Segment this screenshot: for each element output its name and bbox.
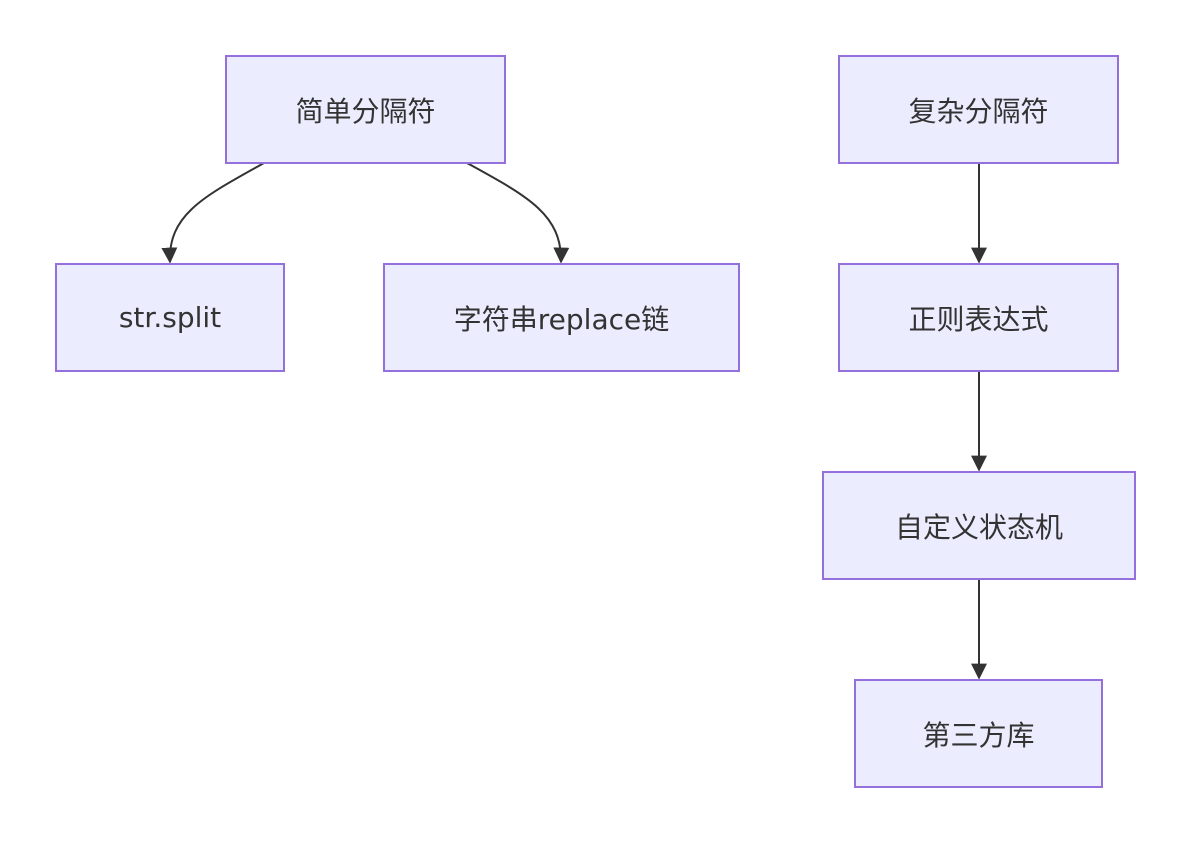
edge-simple-to-strsplit <box>161 162 265 264</box>
node-str-split-label: str.split <box>118 301 222 334</box>
node-complex-separator-label: 复杂分隔符 <box>908 94 1049 128</box>
node-custom-state-machine[interactable]: 自定义状态机 <box>822 471 1136 580</box>
node-regex-label: 正则表达式 <box>908 302 1049 336</box>
node-string-replace-chain[interactable]: 字符串replace链 <box>383 263 740 372</box>
node-simple-separator[interactable]: 简单分隔符 <box>225 55 506 164</box>
node-str-split[interactable]: str.split <box>55 263 285 372</box>
edge-simple-to-replace <box>466 162 570 264</box>
node-regex[interactable]: 正则表达式 <box>838 263 1119 372</box>
node-custom-state-machine-label: 自定义状态机 <box>894 510 1063 544</box>
node-complex-separator[interactable]: 复杂分隔符 <box>838 55 1119 164</box>
node-third-party-library-label: 第三方库 <box>922 718 1035 752</box>
node-third-party-library[interactable]: 第三方库 <box>854 679 1103 788</box>
node-simple-separator-label: 简单分隔符 <box>295 94 436 128</box>
node-string-replace-chain-label: 字符串replace链 <box>453 302 670 336</box>
